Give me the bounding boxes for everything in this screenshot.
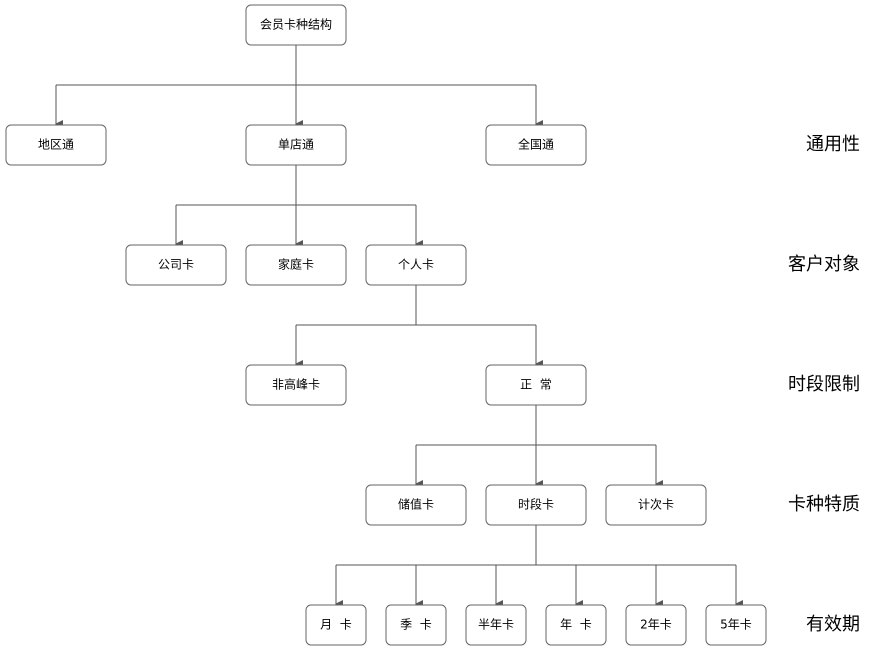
edges-period-card	[335, 525, 743, 608]
node-personal-card: 个人卡	[365, 244, 467, 286]
level-label-usage-scope: 通用性	[806, 134, 860, 155]
node-five-year: 5年卡	[705, 604, 767, 646]
node-company-card: 公司卡	[125, 244, 227, 286]
edges-normal	[415, 405, 663, 488]
level-label-time-restriction: 时段限制	[788, 374, 860, 395]
node-stored-value-card-label: 储值卡	[398, 497, 434, 512]
edges-single-store	[175, 165, 423, 248]
node-family-card: 家庭卡	[245, 244, 347, 286]
level-label-customer-target: 客户对象	[788, 254, 860, 275]
node-seasonal: 季 卡	[385, 604, 447, 646]
edges-root	[55, 45, 543, 128]
node-root: 会员卡种结构	[245, 4, 347, 46]
node-count-card-label: 计次卡	[638, 498, 674, 512]
edges-personal-card	[295, 285, 543, 368]
node-normal-label: 正 常	[520, 378, 552, 392]
node-regional: 地区通	[5, 124, 107, 166]
node-seasonal-label: 季 卡	[400, 618, 432, 632]
node-yearly-label: 年 卡	[560, 618, 592, 632]
node-family-card-label: 家庭卡	[278, 257, 314, 272]
node-stored-value-card: 储值卡	[365, 484, 467, 526]
node-personal-card-label: 个人卡	[398, 258, 434, 272]
node-monthly-label: 月 卡	[320, 618, 352, 632]
node-company-card-label: 公司卡	[158, 258, 194, 272]
node-period-card-label: 时段卡	[518, 497, 554, 512]
node-single-store: 单店通	[245, 124, 347, 166]
node-yearly: 年 卡	[545, 604, 607, 646]
node-single-store-label: 单店通	[278, 138, 314, 152]
node-monthly: 月 卡	[305, 604, 367, 646]
node-national-label: 全国通	[518, 137, 554, 152]
node-off-peak-card: 非高峰卡	[245, 364, 347, 406]
level-label-card-type: 卡种特质	[788, 494, 860, 515]
node-half-year-label: 半年卡	[478, 618, 514, 632]
level-label-validity: 有效期	[806, 614, 860, 635]
node-national: 全国通	[485, 124, 587, 166]
node-regional-label: 地区通	[38, 138, 74, 152]
node-half-year: 半年卡	[465, 604, 527, 646]
node-count-card: 计次卡	[605, 484, 707, 526]
node-root-label: 会员卡种结构	[260, 17, 332, 32]
node-five-year-label: 5年卡	[720, 618, 752, 632]
node-two-year-label: 2年卡	[640, 618, 672, 632]
node-period-card: 时段卡	[485, 484, 587, 526]
node-two-year: 2年卡	[625, 604, 687, 646]
node-off-peak-card-label: 非高峰卡	[272, 377, 320, 392]
node-normal: 正 常	[485, 364, 587, 406]
